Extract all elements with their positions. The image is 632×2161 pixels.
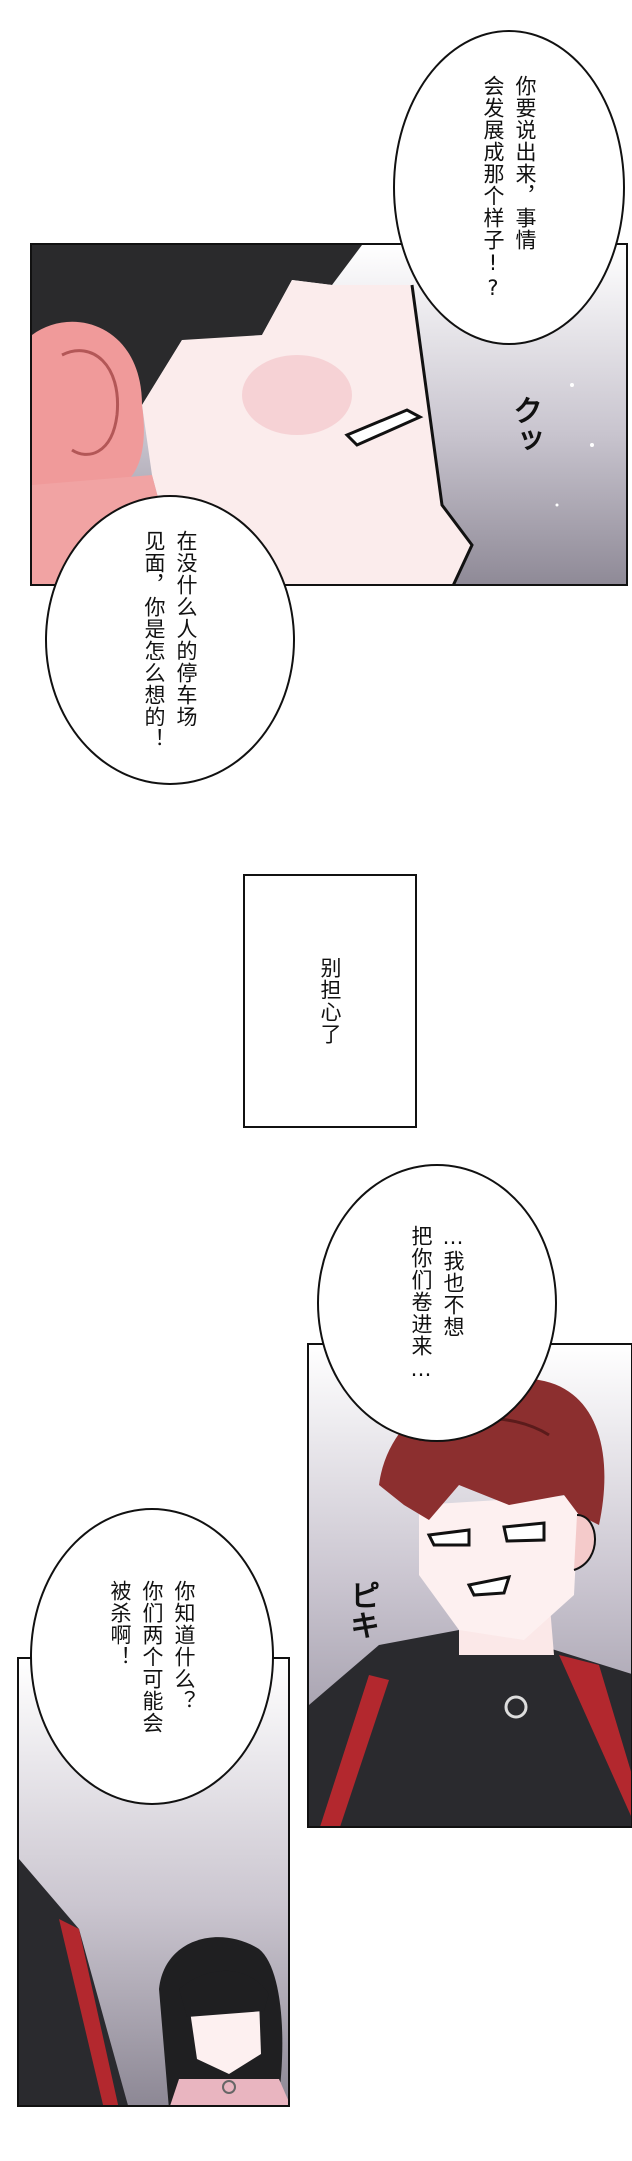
speech-text-1: 你要说出来，事情 会发展成那个样子!?	[481, 74, 537, 301]
girl-art	[19, 1859, 288, 2105]
speech-bubble-3: …我也不想 把你们卷进来…	[317, 1164, 557, 1442]
speech-text-2: 在没什么人的停车场 见面，你是怎么想的！	[142, 530, 198, 750]
caption-text: 别担心了	[318, 957, 342, 1045]
speech-text-4: 你知道什么？ 你们两个可能会 被杀啊！	[108, 1579, 196, 1734]
speech-text-3: …我也不想 把你们卷进来…	[409, 1224, 465, 1382]
caption-box: 别担心了	[243, 874, 417, 1128]
sfx-piki: ピキ	[344, 1580, 379, 1640]
speech-bubble-4: 你知道什么？ 你们两个可能会 被杀啊！	[30, 1508, 274, 1805]
panel-red-hair-guy: ピキ	[307, 1343, 632, 1828]
sfx-kutsu: クッ	[507, 395, 542, 455]
speech-bubble-2: 在没什么人的停车场 见面，你是怎么想的！	[45, 495, 295, 785]
speech-bubble-1: 你要说出来，事情 会发展成那个样子!?	[393, 30, 625, 345]
